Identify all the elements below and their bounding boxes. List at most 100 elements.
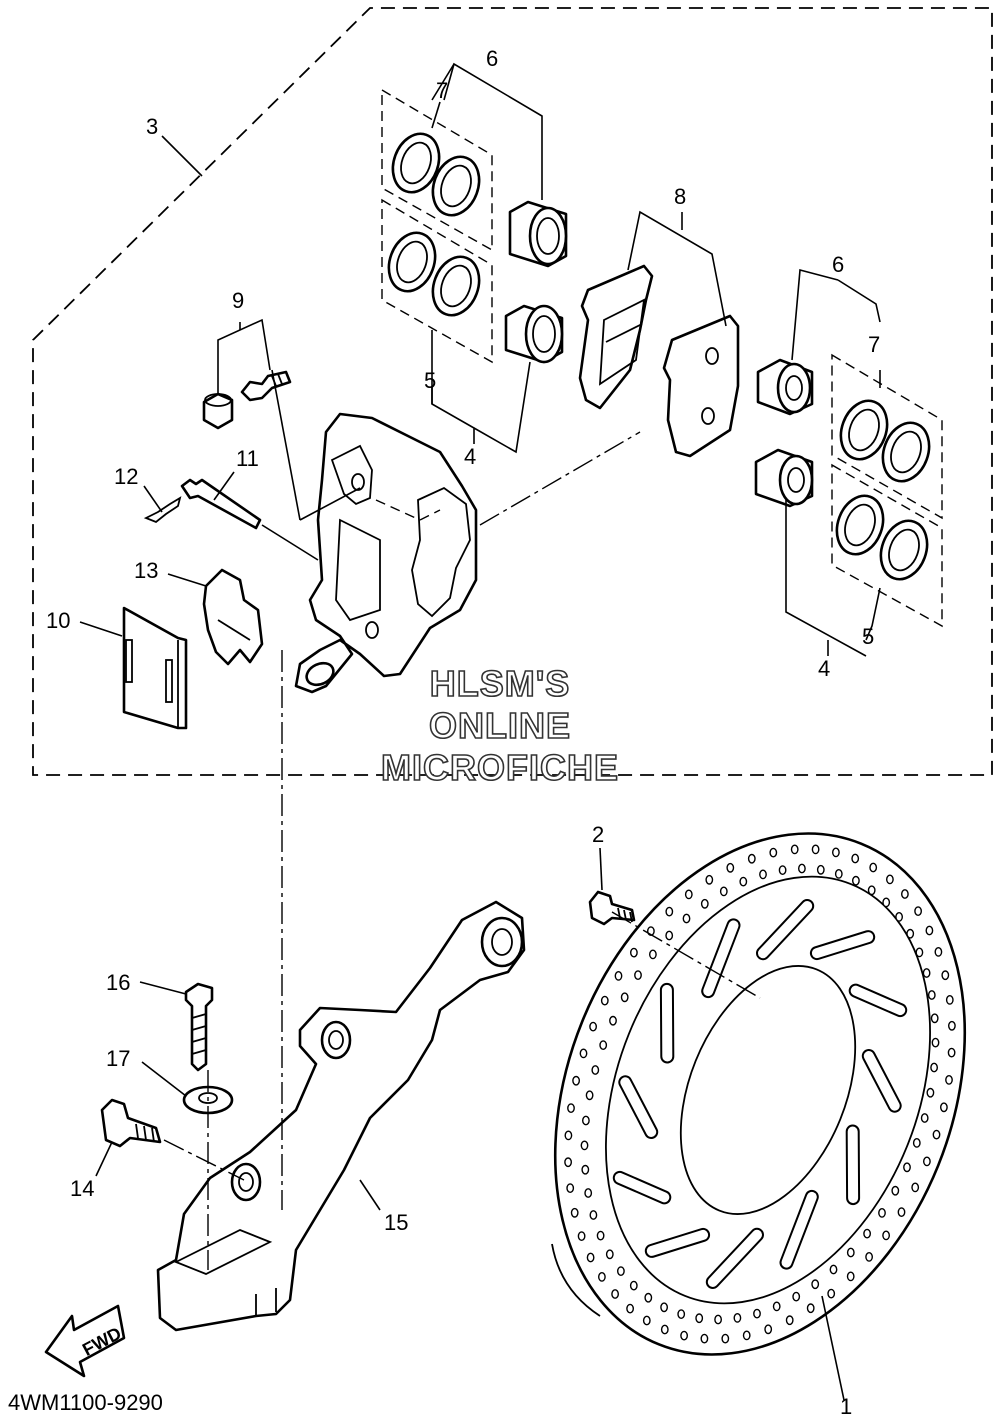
disc-drill-hole: [567, 1103, 575, 1114]
callout-12: 12: [114, 464, 138, 489]
disc-drill-hole: [566, 1183, 575, 1194]
disc-drill-hole: [947, 1047, 956, 1058]
disc-drill-hole: [665, 906, 674, 917]
disc-drill-hole: [882, 897, 891, 908]
disc-drill-hole: [852, 875, 860, 886]
disc-drill-hole: [930, 1062, 938, 1073]
disc-drill-hole: [580, 1140, 589, 1151]
disc-drill-hole: [945, 995, 954, 1005]
callout-3: 3: [146, 114, 158, 139]
disc-drill-hole: [925, 925, 934, 936]
disc-drill-hole: [753, 1308, 761, 1319]
disc-drill-hole: [882, 1230, 890, 1241]
callout-10: 10: [46, 608, 70, 633]
disc-drill-hole: [665, 930, 674, 941]
disc-drill-hole: [630, 947, 638, 958]
seal-ring: [391, 132, 441, 194]
disc-drill-hole: [851, 853, 860, 864]
disc-drill-hole: [790, 844, 799, 855]
disc-drill-hole: [816, 864, 825, 875]
watermark: HLSM'S ONLINE MICROFICHE: [380, 662, 619, 789]
disc-drill-hole: [886, 874, 894, 885]
disc-drill-hole: [564, 1157, 572, 1168]
piston: [508, 200, 568, 268]
brake-disc: [551, 832, 967, 1356]
callout-labels: 3 6 7 8 6 7 9 5 4 11 12 13 10 5 4 2 16 1…: [46, 46, 880, 1417]
callout-16: 16: [106, 970, 130, 995]
disc-holes: [564, 844, 956, 1344]
disc-drill-hole: [869, 862, 878, 873]
callout-4: 4: [464, 444, 476, 469]
disc-bolt: [588, 890, 636, 926]
disc-slot: [781, 1191, 817, 1268]
disc-drill-hole: [570, 1207, 579, 1218]
disc-drill-hole: [589, 1210, 598, 1220]
disc-drill-hole: [829, 1264, 838, 1275]
bleed-screw: [240, 370, 292, 402]
disc-drill-hole: [920, 1113, 929, 1123]
disc-drill-hole: [759, 869, 767, 880]
bracket-bolt-short: [100, 1098, 162, 1148]
callout-1: 1: [840, 1394, 852, 1417]
disc-drill-hole: [915, 947, 924, 958]
disc-drill-hole: [629, 1280, 638, 1291]
disc-drill-hole: [714, 1314, 722, 1325]
disc-drill-hole: [922, 968, 931, 978]
disc-drill-hole: [934, 947, 943, 957]
pad-shim: [122, 606, 188, 730]
callout-7: 7: [436, 78, 448, 103]
pad-spring: [202, 568, 264, 666]
disc-drill-hole: [739, 876, 748, 887]
disc-drill-hole: [599, 1040, 608, 1051]
disc-drill-hole: [811, 844, 820, 855]
right-seal-kit-group: [831, 353, 943, 628]
disc-drill-hole: [931, 1037, 940, 1048]
disc-drill-hole: [577, 1231, 586, 1242]
disc-drill-hole: [940, 1102, 948, 1113]
disc-drill-hole: [764, 1324, 773, 1335]
piston: [754, 448, 814, 508]
seal-ring: [431, 155, 481, 217]
callout-8: 8: [674, 184, 686, 209]
disc-drill-hole: [579, 1048, 588, 1059]
disc-drill-hole: [642, 1315, 651, 1326]
brake-pad: [578, 264, 654, 410]
disc-drill-hole: [605, 1249, 614, 1260]
caliper-bracket: [156, 900, 526, 1332]
disc-drill-hole: [785, 1315, 794, 1326]
disc-drill-hole: [680, 1330, 688, 1341]
disc-drill-hole: [834, 869, 843, 879]
disc-drill-hole: [614, 971, 623, 981]
disc-drill-hole: [769, 847, 778, 858]
disc-slot: [707, 1229, 762, 1287]
disc-drill-hole: [926, 1087, 935, 1098]
left-seal-kit-group: [381, 88, 493, 364]
disc-drill-hole: [941, 970, 950, 981]
assembly-lines: [163, 369, 761, 1270]
disc-slot: [620, 1077, 657, 1137]
watermark-line-3: MICROFICHE: [381, 747, 619, 788]
disc-drill-hole: [846, 1271, 855, 1282]
fwd-arrow-icon: FWD: [44, 1304, 126, 1378]
callout-14: 14: [70, 1176, 94, 1201]
disc-slot: [863, 1051, 900, 1111]
disc-drill-hole: [903, 1162, 911, 1173]
callout-7: 7: [868, 332, 880, 357]
bracket-bolt-long: [184, 982, 214, 1072]
seal-ring: [879, 519, 929, 581]
disc-drill-hole: [598, 1272, 606, 1282]
watermark-line-1: HLSM'S: [430, 663, 571, 704]
disc-drill-hole: [620, 992, 629, 1003]
callout-13: 13: [134, 558, 158, 583]
disc-drill-hole: [895, 912, 903, 922]
disc-drill-hole: [832, 847, 840, 858]
callout-9: 9: [232, 288, 244, 313]
disc-drill-hole: [719, 886, 728, 897]
watermark-line-2: ONLINE: [429, 705, 571, 746]
disc-drill-hole: [878, 1208, 886, 1218]
disc-drill-hole: [891, 1185, 900, 1196]
callout-2: 2: [592, 822, 604, 847]
disc-drill-hole: [948, 1020, 956, 1031]
disc-drill-hole: [912, 1138, 921, 1148]
